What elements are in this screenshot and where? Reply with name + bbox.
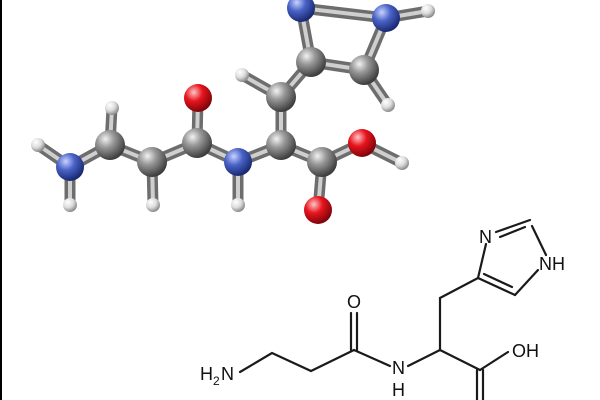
beta-ring-bond [438, 276, 480, 300]
atom-c1 [95, 130, 125, 160]
atom-o-carbonyl [304, 196, 332, 224]
bond-n-ring-3-n-ring-1 [299, 6, 388, 20]
atom-c2 [137, 147, 167, 177]
amine-chain-bonds [238, 348, 356, 374]
skeletal-formula: H 2 N O N H N NH OH [200, 218, 565, 400]
atoms [31, 0, 435, 224]
carboxyl-oh-label: OH [512, 341, 539, 361]
atom-h-cb [235, 68, 249, 82]
atom-c-ring-5 [349, 55, 379, 85]
atom-h-ring-c5 [381, 98, 395, 112]
atom-h-amine-1 [31, 138, 45, 152]
ring-bond-n-c4 [476, 242, 488, 280]
atom-o-hydroxyl [348, 129, 376, 157]
alpha-carboxyl-bond [438, 348, 482, 372]
ring-bond-c2-n [494, 218, 532, 234]
ring-bond-c4-c5-inner [482, 272, 514, 289]
atom-c-ring-4 [296, 47, 326, 77]
amide-n-label: N [392, 358, 405, 378]
ring-bond-c2-n-inner [498, 225, 527, 239]
atom-c-alpha [266, 130, 296, 160]
atom-c-amide [182, 128, 212, 158]
atom-n-amine [56, 153, 84, 181]
ring-n-label: N [479, 227, 492, 247]
carboxyl-oh-bond [478, 350, 510, 372]
ring-bond-c4-c5 [476, 276, 517, 297]
ring-bond-nh-c2 [530, 224, 548, 257]
ball-and-stick-model [31, 0, 435, 224]
atom-h-c2 [146, 198, 160, 212]
amine-subscript-label: 2 [213, 374, 220, 388]
ring-bond-c5-nh [513, 268, 540, 297]
atom-h-amide-n [231, 198, 245, 212]
atom-n-ring-1 [372, 4, 400, 32]
atom-h-amine-2 [63, 198, 77, 212]
atom-h-c1-top [105, 101, 119, 115]
n-alpha-carbon-bond [406, 348, 442, 368]
atom-c-carboxyl [307, 147, 337, 177]
atom-c-beta [266, 82, 296, 112]
amide-h-label: H [392, 380, 405, 400]
bond-sticks [32, 2, 434, 216]
atom-h-ring-n1 [421, 4, 435, 18]
atom-h-hydroxyl [395, 156, 409, 170]
amide-o-label: O [347, 292, 361, 312]
atom-n-ring-3 [287, 0, 315, 22]
amine-h-label: H [200, 364, 213, 384]
atom-n-amide [224, 148, 252, 176]
atom-o-amide [184, 84, 212, 112]
amine-n-label: N [221, 364, 234, 384]
amide-cn-bond [352, 348, 392, 368]
ring-nh-label: NH [539, 254, 565, 274]
